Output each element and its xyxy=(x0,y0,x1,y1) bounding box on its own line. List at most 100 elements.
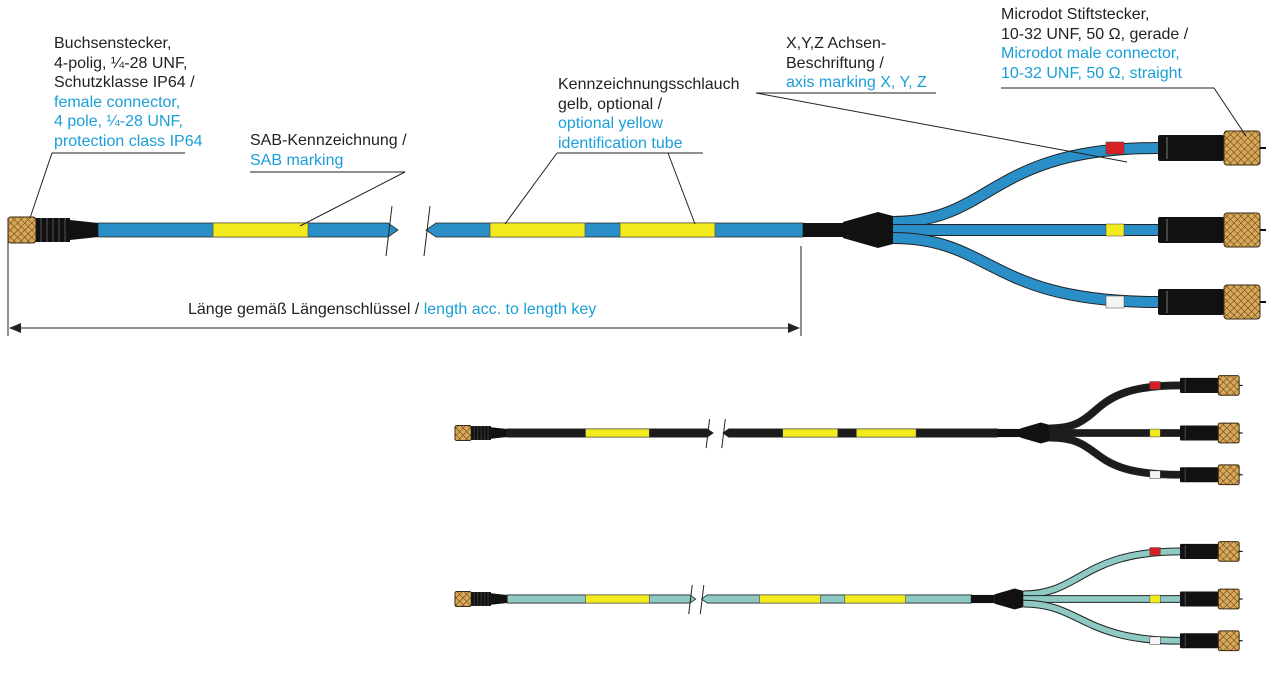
yellow-marking-0 xyxy=(212,222,309,238)
female-connector-rib xyxy=(480,592,482,606)
break-mark-right xyxy=(721,419,726,449)
label-length: Länge gemäß Längenschlüssel / length acc… xyxy=(188,301,596,319)
yellow-marking-0 xyxy=(585,594,650,604)
branch-x-outline xyxy=(1023,547,1181,599)
label-sab-marking-de: SAB-Kennzeichnung / xyxy=(250,132,407,149)
branch-x-connector-rib xyxy=(1184,379,1186,392)
branch-x-outline xyxy=(892,142,1159,228)
branch-x-connector-knurl xyxy=(1223,130,1261,166)
branch-z-connector-rib xyxy=(1184,634,1186,648)
female-connector-strain-relief xyxy=(70,220,98,240)
female-connector-rib xyxy=(484,592,486,606)
branch-y-marker xyxy=(1149,594,1161,604)
branch-x-marker xyxy=(1105,141,1125,155)
female-connector-rib xyxy=(484,426,486,440)
label-axis-marking: X,Y,Z Achsen- Beschriftung / axis markin… xyxy=(786,34,927,93)
label-identification-tube-en-2: identification tube xyxy=(558,134,683,152)
cable-segment-right xyxy=(700,594,972,604)
female-connector-rib xyxy=(64,218,66,242)
leader-tube-right xyxy=(667,152,696,225)
label-axis-marking-en: axis marking X, Y, Z xyxy=(786,74,927,91)
break-mark-right xyxy=(699,585,705,615)
branch-y-connector-rib xyxy=(1166,219,1168,241)
branch-z-outline xyxy=(1023,599,1181,645)
branch-y-marker xyxy=(1149,428,1161,438)
label-sab-marking-en: SAB marking xyxy=(250,151,344,169)
branch-z-marker xyxy=(1149,470,1161,479)
branch-y-connector-knurl xyxy=(1223,212,1261,248)
female-connector-knurl xyxy=(454,590,472,608)
yellow-marking-2 xyxy=(619,222,716,238)
cable-black xyxy=(454,375,1243,486)
branch-z-outline xyxy=(1049,433,1181,479)
branch-z-connector-body xyxy=(1158,289,1224,315)
label-identification-tube-en-1: optional yellow xyxy=(558,115,663,132)
branch-x-connector-knurl xyxy=(1217,541,1240,562)
branch-y-connector-body xyxy=(1158,217,1224,243)
yellow-marking-2 xyxy=(856,428,917,438)
branch-y-marker xyxy=(1105,223,1125,237)
female-connector-rib xyxy=(480,426,482,440)
yellow-marking-2 xyxy=(844,594,906,604)
junction-splitter xyxy=(994,588,1024,610)
label-axis-marking-de-1: X,Y,Z Achsen- xyxy=(786,35,887,52)
branch-y-connector-rib xyxy=(1184,426,1186,440)
female-connector-strain-relief xyxy=(490,593,508,605)
label-identification-tube-de-1: Kennzeichnungsschlauch xyxy=(558,76,740,93)
label-identification-tube-de-2: gelb, optional / xyxy=(558,95,663,113)
branch-x-cable xyxy=(1049,382,1181,432)
branch-x-connector-rib xyxy=(1166,137,1168,159)
female-connector-knurl xyxy=(7,216,37,244)
branch-x-marker xyxy=(1149,547,1161,556)
female-connector-rib xyxy=(477,426,479,440)
female-connector-strain-relief xyxy=(490,427,508,439)
junction-splitter xyxy=(1020,422,1050,444)
female-connector-knurl xyxy=(454,424,472,442)
break-mark-left xyxy=(705,419,711,449)
label-male-connector-de-2: 10-32 UNF, 50 Ω, gerade / xyxy=(1001,25,1189,43)
junction-sleeve xyxy=(803,223,843,237)
label-axis-marking-de-2: Beschriftung / xyxy=(786,54,884,72)
branch-x-outline xyxy=(1049,381,1181,433)
branch-z-connector-rib xyxy=(1166,291,1168,313)
label-length-en: length acc. to length key xyxy=(423,301,597,318)
leader-axis-marking xyxy=(755,92,1128,163)
branch-x-connector-knurl xyxy=(1217,375,1240,396)
yellow-marking-0 xyxy=(585,428,650,438)
female-connector-rib xyxy=(487,426,489,440)
label-female-connector-en-1: female connector, xyxy=(54,93,181,111)
branch-z-connector-knurl xyxy=(1223,284,1261,320)
label-length-separator: / xyxy=(410,301,424,318)
break-mark-left xyxy=(688,585,693,615)
female-connector-rib xyxy=(473,592,475,606)
branch-y-connector-body xyxy=(1180,425,1219,441)
label-sab-marking: SAB-Kennzeichnung / SAB marking xyxy=(250,131,407,170)
label-female-connector: Buchsenstecker, 4-polig, ¼-28 UNF, Schut… xyxy=(54,34,203,151)
branch-y-connector-knurl xyxy=(1217,422,1240,444)
branch-x-connector-rib xyxy=(1184,545,1186,558)
branch-z-marker xyxy=(1149,636,1161,645)
branch-x-marker xyxy=(1149,381,1161,390)
branch-z-connector-knurl xyxy=(1217,630,1240,652)
label-female-connector-en-3: protection class IP64 xyxy=(54,132,203,150)
branch-z-marker xyxy=(1105,295,1125,309)
label-male-connector-de-1: Microdot Stiftstecker, xyxy=(1001,6,1150,23)
label-length-de: Länge gemäß Längenschlüssel xyxy=(188,301,411,318)
break-mark-left xyxy=(385,205,393,257)
cable-blue xyxy=(7,130,1266,320)
label-female-connector-de-3: Schutzklasse IP64 / xyxy=(54,74,195,91)
label-female-connector-en-2: 4 pole, ¼-28 UNF, xyxy=(54,113,183,130)
branch-x-cable xyxy=(1023,548,1181,598)
label-female-connector-de-2: 4-polig, ¼-28 UNF, xyxy=(54,54,188,72)
yellow-marking-1 xyxy=(759,594,821,604)
female-connector-rib xyxy=(40,218,42,242)
leader-male-connector xyxy=(1001,87,1247,137)
junction-sleeve xyxy=(997,428,1021,438)
female-connector-rib xyxy=(52,218,54,242)
label-male-connector-en-1: Microdot male connector, xyxy=(1001,45,1180,62)
branch-y-connector-knurl xyxy=(1217,588,1240,610)
label-identification-tube: Kennzeichnungsschlauch gelb, optional / … xyxy=(558,75,739,153)
break-mark-right xyxy=(423,205,431,257)
